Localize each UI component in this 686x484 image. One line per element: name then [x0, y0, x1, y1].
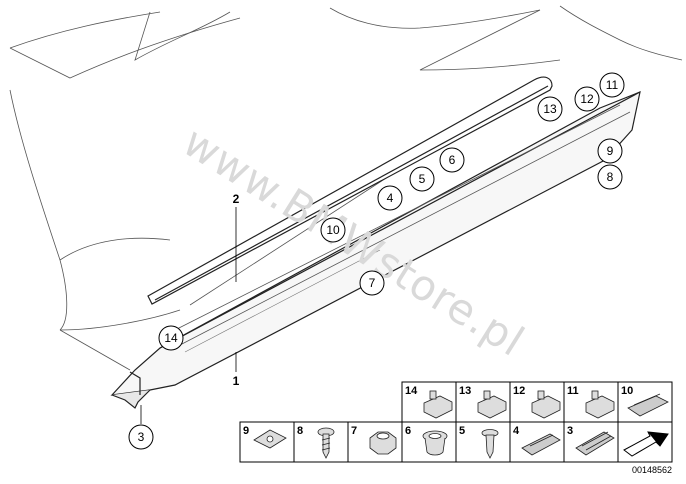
svg-text:4: 4	[387, 191, 394, 205]
callout-11: 11	[599, 72, 625, 98]
svg-text:11: 11	[606, 78, 619, 92]
svg-text:8: 8	[607, 170, 614, 184]
svg-text:8: 8	[297, 425, 303, 437]
screw-icon	[317, 427, 335, 459]
legend-cell-3: 3	[567, 425, 615, 456]
label-part-1: 1	[233, 374, 240, 388]
callout-13: 13	[537, 96, 563, 122]
label-part-2: 2	[233, 192, 240, 206]
svg-text:3: 3	[567, 425, 573, 437]
legend-bottom-row: 9 8 7 6	[239, 421, 673, 463]
callout-10: 10	[320, 217, 346, 243]
svg-text:5: 5	[419, 172, 426, 186]
legend-cell-10: 10	[621, 385, 669, 417]
leader-lines	[140, 207, 237, 424]
callout-6: 6	[439, 147, 465, 173]
clip-part-icon	[585, 390, 615, 419]
callout-12: 12	[574, 86, 600, 112]
clip-part-icon	[423, 390, 453, 419]
svg-text:11: 11	[567, 385, 579, 397]
svg-text:14: 14	[405, 385, 418, 397]
legend-cell-9: 9	[243, 425, 287, 449]
svg-text:3: 3	[138, 430, 145, 444]
legend-cell-arrow	[623, 431, 669, 457]
trim-strip	[147, 76, 553, 305]
clip-part-icon	[531, 390, 561, 419]
svg-text:12: 12	[580, 92, 594, 106]
document-id: 00148562	[632, 465, 672, 475]
svg-text:6: 6	[405, 425, 411, 437]
legend-cell-14: 14	[405, 385, 453, 419]
svg-text:10: 10	[326, 223, 340, 237]
rail-clip-icon	[627, 393, 669, 417]
retainer-clip-icon	[575, 431, 615, 456]
legend-cell-12: 12	[513, 385, 561, 419]
svg-text:5: 5	[459, 425, 465, 437]
legend-cell-5: 5	[459, 425, 499, 459]
svg-text:9: 9	[243, 425, 249, 437]
side-sill-panel	[110, 91, 641, 409]
nut-icon	[369, 431, 397, 455]
push-rivet-icon	[481, 429, 499, 459]
legend-cell-4: 4	[513, 425, 561, 456]
svg-text:13: 13	[459, 385, 471, 397]
svg-text:7: 7	[369, 276, 376, 290]
callout-4: 4	[377, 185, 403, 211]
legend-cell-6: 6	[405, 425, 448, 456]
callout-7: 7	[359, 270, 385, 296]
svg-text:13: 13	[543, 102, 557, 116]
clip-part-icon	[477, 390, 507, 419]
legend-cell-11: 11	[567, 385, 615, 419]
callout-3: 3	[128, 424, 154, 450]
clip-bracket-icon	[521, 433, 561, 456]
grommet-icon	[422, 430, 448, 456]
svg-text:9: 9	[607, 144, 614, 158]
legend-top-row: 14 13 12 11	[401, 381, 673, 423]
svg-text:6: 6	[449, 153, 456, 167]
svg-text:4: 4	[513, 425, 520, 437]
svg-text:12: 12	[513, 385, 525, 397]
clip-nut-icon	[253, 429, 287, 449]
callout-8: 8	[597, 164, 623, 190]
legend-cell-7: 7	[351, 425, 397, 455]
callout-9: 9	[597, 138, 623, 164]
svg-text:7: 7	[351, 425, 357, 437]
legend-cell-13: 13	[459, 385, 507, 419]
svg-text:14: 14	[164, 331, 178, 345]
legend-cell-8: 8	[297, 425, 335, 459]
callout-14: 14	[158, 325, 184, 351]
callout-5: 5	[409, 166, 435, 192]
svg-text:10: 10	[621, 385, 633, 397]
